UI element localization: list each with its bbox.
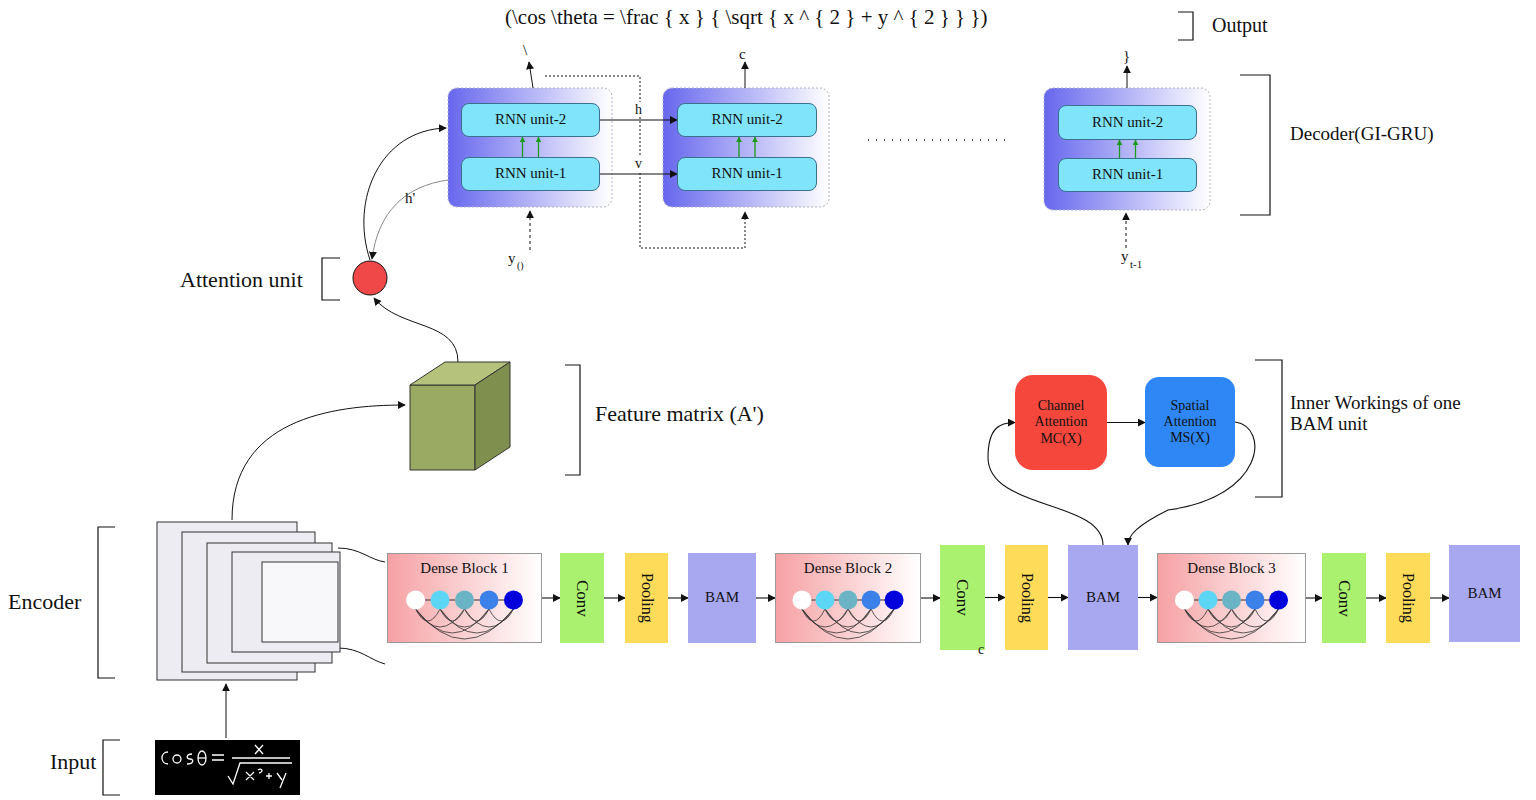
flow-arrow [756, 597, 775, 598]
feature-label: Feature matrix (A') [595, 402, 764, 426]
node-label: Dense Block 2 [804, 560, 892, 577]
encoder-label: Encoder [8, 590, 81, 614]
node-label: Pooling [1399, 573, 1417, 623]
attention-label: Attention unit [180, 268, 303, 292]
node-label: Conv [1334, 580, 1354, 617]
gate-arrow [522, 137, 523, 157]
token: \ [523, 42, 527, 59]
gate-arrow [738, 137, 739, 157]
bam-block: BAM [1449, 545, 1520, 642]
node-label: Channel Attention MC(X) [1023, 398, 1099, 446]
node-label: BAM [705, 589, 739, 606]
gate-arrow [1135, 140, 1136, 158]
node-label: Pooling [1017, 573, 1035, 623]
flow-arrow [1430, 597, 1449, 598]
node-label: RNN unit-2 [495, 111, 566, 128]
node-label: Dense Block 1 [420, 560, 508, 577]
gate-arrow [754, 137, 755, 157]
flow-arrow [1048, 597, 1068, 598]
input-symbol: y [1121, 248, 1129, 265]
node-label: RNN unit-2 [711, 111, 782, 128]
node-label: RNN unit-2 [1092, 114, 1163, 131]
bam-block: BAM [1068, 545, 1138, 650]
flow-arrow [542, 597, 560, 598]
rnn-unit: RNN unit-1 [1058, 158, 1197, 192]
gate-arrow [538, 137, 539, 157]
token: c [739, 46, 746, 63]
gate-arrow [1119, 140, 1120, 158]
node-label: RNN unit-1 [711, 165, 782, 182]
channel-attention: Channel Attention MC(X) [1015, 375, 1107, 470]
flow-arrow [1366, 597, 1386, 598]
decoder-label: Decoder(GI-GRU) [1290, 124, 1434, 145]
rnn-unit: RNN unit-1 [461, 157, 600, 191]
pooling-layer: Pooling [1386, 553, 1430, 643]
flow-arrow [1138, 597, 1157, 598]
subscript: () [517, 260, 524, 271]
token: c [978, 642, 984, 657]
conv-layer: Conv [1322, 553, 1366, 643]
node-label: Pooling [637, 573, 655, 623]
edge-label: h [633, 102, 644, 117]
flow-arrow [921, 597, 940, 598]
dense-block: Dense Block 2 [775, 553, 921, 643]
node-label: RNN unit-1 [1092, 166, 1163, 183]
dense-block: Dense Block 3 [1157, 553, 1306, 643]
input-image [155, 740, 300, 795]
decoder-wires [226, 62, 1127, 738]
flow-arrow [600, 119, 677, 120]
attention-circle [353, 261, 387, 295]
flow-arrow [668, 597, 688, 598]
edge-label: v [633, 156, 644, 171]
node-label: BAM [1467, 585, 1501, 602]
pooling-layer: Pooling [625, 553, 668, 643]
bam-inner-label: Inner Workings of one BAM unit [1290, 393, 1470, 435]
node-label: Spatial Attention MS(X) [1153, 398, 1227, 446]
spatial-attention: Spatial Attention MS(X) [1145, 377, 1235, 467]
decoder-block [448, 88, 1210, 210]
feature-cube [410, 362, 510, 470]
subscript: t-1 [1130, 258, 1142, 270]
conv-layer: Conv [940, 545, 985, 650]
rnn-unit: RNN unit-2 [1058, 105, 1197, 140]
flow-arrow [1107, 422, 1145, 423]
flow-arrow [600, 173, 677, 174]
dense-block: Dense Block 1 [387, 553, 542, 643]
hidden-label: h' [405, 190, 415, 207]
rnn-unit: RNN unit-2 [461, 103, 600, 137]
conv-layer: Conv [560, 553, 604, 643]
input-label: Input [50, 750, 96, 774]
rnn-unit: RNN unit-2 [677, 103, 817, 137]
output-label: Output [1212, 14, 1268, 36]
node-label: Conv [572, 580, 592, 617]
node-label: RNN unit-1 [495, 165, 566, 182]
node-label: Dense Block 3 [1187, 560, 1275, 577]
flow-arrow [985, 597, 1005, 598]
rnn-unit: RNN unit-1 [677, 157, 817, 191]
brackets [98, 12, 1282, 795]
flow-arrow [1306, 597, 1322, 598]
node-label: BAM [1086, 589, 1120, 606]
input-symbol: y [508, 250, 516, 267]
formula-output: (\cos \theta = \frac { x } { \sqrt { x ^… [505, 6, 987, 29]
bam-block: BAM [688, 553, 756, 643]
token: } [1123, 48, 1130, 65]
pooling-layer: Pooling [1005, 545, 1048, 650]
node-label: Conv [953, 579, 973, 616]
flow-arrow [604, 597, 625, 598]
feature-map-stack [157, 522, 340, 680]
